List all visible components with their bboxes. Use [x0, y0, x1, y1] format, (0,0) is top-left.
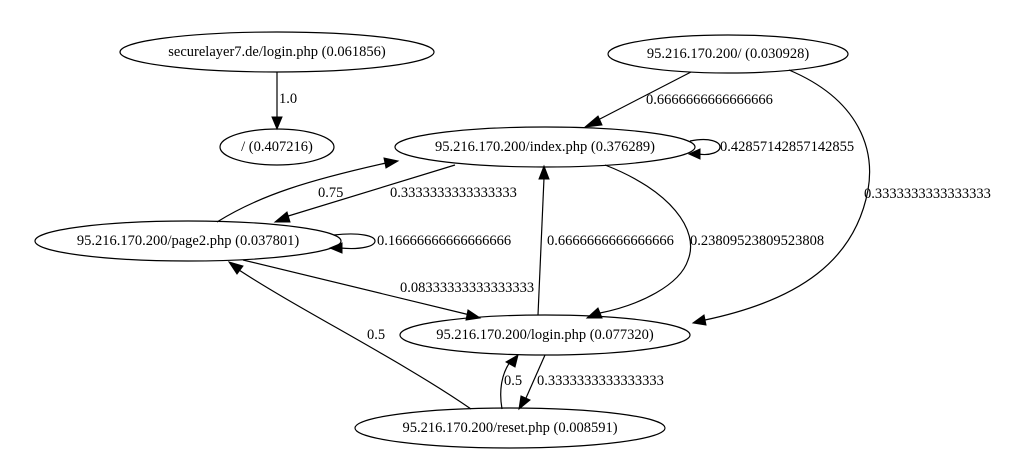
node-root[interactable]: / (0.407216): [219, 128, 335, 166]
edge-reset-to-login: 0.5: [500, 353, 522, 410]
node-ellipse: [34, 220, 342, 262]
node-ellipse: [354, 407, 666, 449]
edge-login-to-reset: 0.3333333333333333: [518, 354, 664, 411]
arrowhead-icon: [583, 115, 603, 128]
edge-label: 0.16666666666666666: [377, 233, 511, 249]
node-login[interactable]: 95.216.170.200/login.php (0.077320): [399, 314, 691, 356]
node-label: 95.216.170.200/index.php (0.376289): [435, 139, 655, 155]
edge-line: [537, 177, 545, 316]
node-ellipse: [394, 126, 696, 168]
edge-label: 0.6666666666666666: [646, 92, 773, 108]
edge-line: [242, 259, 471, 316]
node-label: securelayer7.de/login.php (0.061856): [168, 44, 386, 60]
nodes: securelayer7.de/login.php (0.061856) / (…: [34, 31, 849, 449]
edge-login-to-index: 0.6666666666666666: [537, 164, 674, 316]
arrowhead-icon: [383, 157, 400, 169]
edge-label: 1.0: [279, 91, 297, 107]
edge-line: [284, 164, 456, 218]
arrowhead-icon: [328, 242, 343, 254]
node-label: 95.216.170.200/login.php (0.077320): [436, 327, 654, 343]
edge-index-self-loop: 0.42857142857142855: [687, 138, 854, 160]
node-securelayer7-login[interactable]: securelayer7.de/login.php (0.061856): [119, 31, 435, 73]
edge-page2-to-index: 0.75: [216, 157, 400, 223]
node-ellipse: [219, 128, 335, 166]
node-ellipse: [119, 31, 435, 73]
edge-index-to-login: 0.23809523809523808: [585, 164, 824, 319]
edge-reset-to-page2: 0.5: [227, 261, 472, 410]
edge-line: [525, 354, 546, 399]
arrowhead-icon: [227, 261, 244, 275]
edge-page2-self-loop: 0.16666666666666666: [328, 233, 511, 254]
edge-line: [500, 361, 511, 410]
arrowhead-icon: [271, 116, 283, 131]
edge-label: 0.23809523809523808: [690, 233, 824, 249]
edge-line: [333, 233, 376, 250]
arrowhead-icon: [504, 353, 519, 368]
arrowhead-icon: [273, 211, 291, 223]
edge-label: 0.08333333333333333: [400, 280, 534, 296]
arrowhead-icon: [538, 164, 550, 180]
edge-index-to-page2: 0.3333333333333333: [273, 164, 517, 223]
node-label: / (0.407216): [241, 139, 313, 155]
edge-line: [704, 69, 871, 321]
node-label: 95.216.170.200/ (0.030928): [647, 46, 809, 62]
node-label: 95.216.170.200/reset.php (0.008591): [402, 420, 617, 436]
edge-line: [689, 138, 721, 156]
edge-line: [599, 164, 692, 314]
node-ellipse: [607, 34, 849, 74]
arrowhead-icon: [518, 395, 531, 411]
edges: 1.0 0.6666666666666666 0.333333333333333…: [216, 69, 991, 411]
arrowhead-icon: [687, 148, 701, 160]
edge-label: 0.5: [504, 373, 522, 389]
node-reset[interactable]: 95.216.170.200/reset.php (0.008591): [354, 407, 666, 449]
edge-label: 0.6666666666666666: [547, 233, 674, 249]
edge-ip-root-to-index: 0.6666666666666666: [583, 71, 773, 128]
node-label: 95.216.170.200/page2.php (0.037801): [77, 233, 299, 249]
edge-ip-root-to-login: 0.3333333333333333: [691, 69, 991, 326]
edge-label: 0.3333333333333333: [537, 373, 664, 389]
arrowhead-icon: [691, 314, 707, 326]
edge-label: 0.42857142857142855: [720, 139, 854, 155]
edge-label: 0.75: [318, 185, 343, 201]
edge-securelayer7-to-root: 1.0: [271, 72, 297, 131]
edge-line: [238, 269, 472, 410]
edge-label: 0.3333333333333333: [390, 185, 517, 201]
node-ellipse: [399, 314, 691, 356]
edge-label: 0.5: [367, 327, 385, 343]
node-ip-root[interactable]: 95.216.170.200/ (0.030928): [607, 34, 849, 74]
edge-label: 0.3333333333333333: [864, 186, 991, 202]
node-page2[interactable]: 95.216.170.200/page2.php (0.037801): [34, 220, 342, 262]
node-index[interactable]: 95.216.170.200/index.php (0.376289): [394, 126, 696, 168]
edge-line: [216, 162, 387, 223]
edge-line: [595, 71, 692, 122]
edge-page2-to-login: 0.08333333333333333: [242, 259, 534, 321]
